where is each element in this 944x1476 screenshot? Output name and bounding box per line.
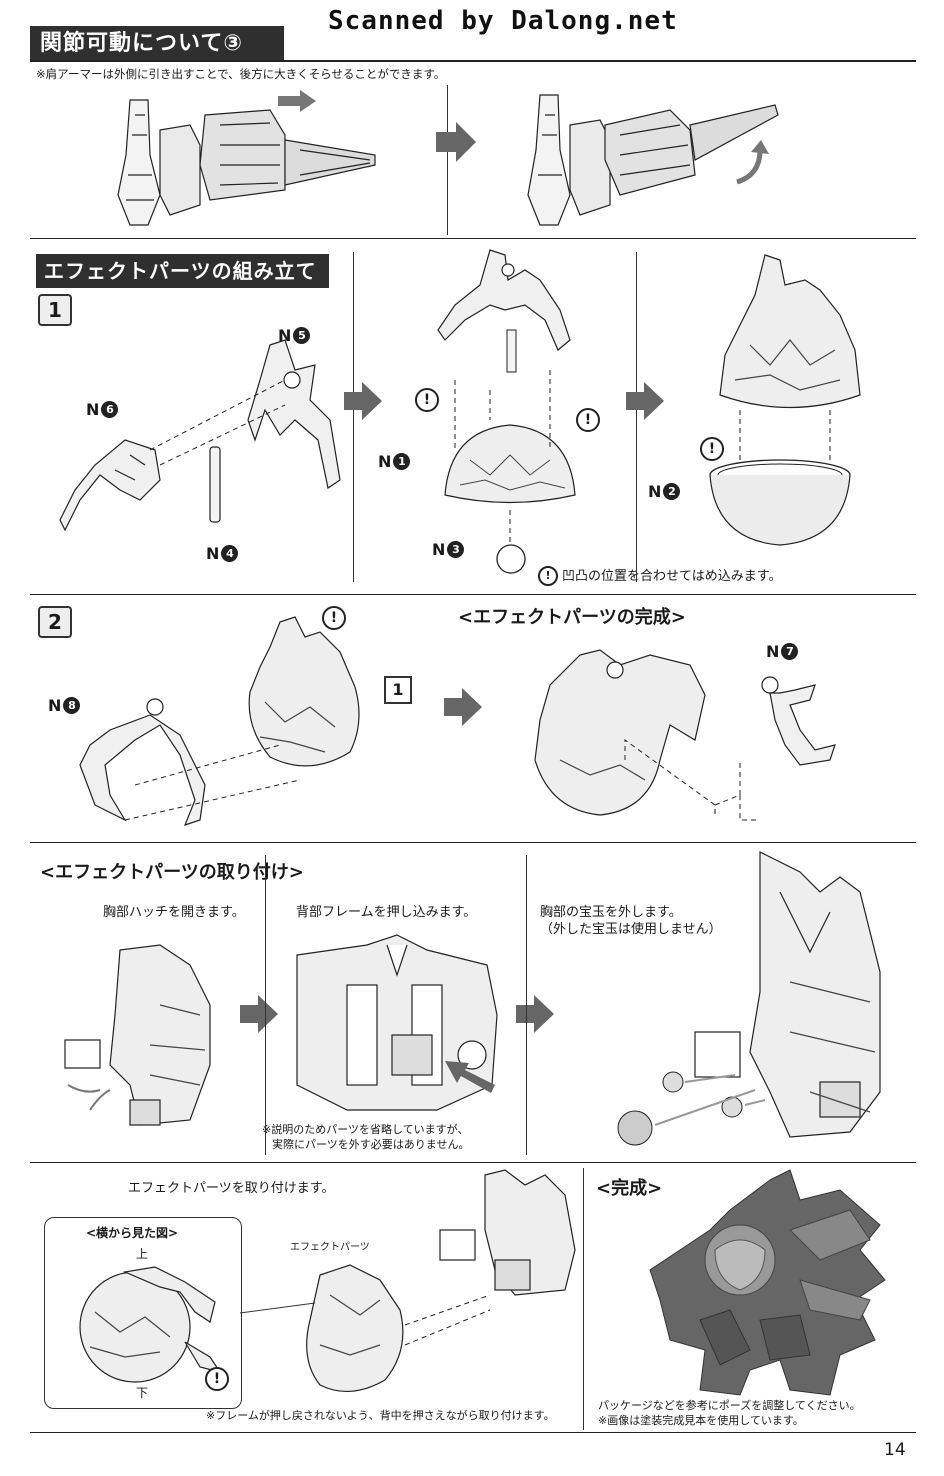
- section-title-effect-assembly: エフェクトパーツの組み立て: [36, 254, 329, 288]
- effect-complete-illustration: [534, 649, 706, 816]
- remove-gem-caption-1: 胸部の宝玉を外します。: [540, 905, 682, 920]
- step-arrow-5: [240, 995, 278, 1033]
- effect-attach-illustration: [239, 1264, 491, 1393]
- peg-rod-illustration: [506, 329, 517, 373]
- attach-instruction: エフェクトパーツを取り付けます。: [128, 1181, 335, 1196]
- assembled-effect-illustration: [248, 616, 360, 767]
- complete-title: <完成>: [596, 1178, 663, 1199]
- remove-gem-illustration: [694, 851, 881, 1138]
- section1-divider: [447, 85, 448, 235]
- shoulder-armor-after-illustration: [527, 94, 779, 226]
- shoulder-armor-before-illustration: [117, 99, 376, 226]
- section1-bottom-rule: [30, 238, 916, 239]
- remove-gem-caption-2: （外した宝玉は使用しません）: [540, 922, 722, 937]
- omit-parts-note-2: 実際にパーツを外す必要はありません。: [272, 1138, 470, 1151]
- peg-n4-illustration: [209, 446, 221, 523]
- guide-lines-right: [739, 410, 831, 460]
- step1-divider-a: [353, 252, 354, 582]
- pull-out-arrow: [278, 90, 316, 112]
- bottom-label: 下: [136, 1386, 149, 1400]
- rotate-back-arrow: [736, 140, 769, 185]
- open-hatch-illustration: [64, 944, 211, 1126]
- frame-hold-note: ※フレームが押し戻されないよう、背中を押さえながら取り付けます。: [206, 1409, 555, 1422]
- step-arrow-6: [516, 995, 554, 1033]
- removed-gems: [617, 1071, 766, 1146]
- alignment-exclaim-2: !: [576, 408, 600, 432]
- assembly-guide-lines-1: [149, 379, 286, 466]
- section3-bottom-rule: [30, 1162, 916, 1163]
- alignment-exclaim-3: !: [700, 437, 724, 461]
- base-bowl-n2-illustration: [709, 459, 851, 546]
- watermark: Scanned by Dalong.net: [328, 6, 678, 36]
- reference-step-1-box: 1: [384, 676, 412, 704]
- section3-divider-b: [526, 855, 527, 1155]
- side-view-illustration: [79, 1266, 222, 1383]
- step-number-2: 2: [38, 606, 72, 638]
- page-bottom-rule: [30, 1432, 916, 1433]
- step1-divider-b: [636, 252, 637, 582]
- side-view-title: <横から見た図>: [86, 1226, 179, 1240]
- guide-lines-step2: [124, 744, 301, 821]
- attach-effect-title: <エフェクトパーツの取り付け>: [40, 862, 304, 883]
- effect-arm-n8-illustration: [79, 698, 206, 826]
- page-number: 14: [884, 1440, 906, 1460]
- effect-core-upper-illustration: [437, 249, 571, 351]
- push-frame-illustration: [296, 934, 498, 1111]
- step-number-1: 1: [38, 294, 72, 326]
- push-arrow: [445, 1061, 495, 1093]
- effect-arm-n7-illustration: [761, 676, 836, 766]
- open-hatch-caption: 胸部ハッチを開きます。: [103, 905, 245, 920]
- effect-complete-title: <エフェクトパーツの完成>: [458, 607, 686, 628]
- sphere-n3-illustration: [496, 544, 526, 574]
- section2-bottom-rule: [30, 842, 916, 843]
- sample-image-note: ※画像は塗装完成見本を使用しています。: [598, 1414, 804, 1427]
- section2-step1-bottom-rule: [30, 594, 916, 595]
- alignment-exclaim-1: !: [415, 388, 439, 412]
- step-arrow-4: [444, 688, 482, 726]
- guide-lines-middle: [454, 370, 551, 545]
- effect-arm-n6-illustration: [59, 439, 161, 532]
- section4-divider: [583, 1168, 584, 1430]
- push-frame-caption: 背部フレームを押し込みます。: [296, 905, 477, 920]
- assembled-dome-illustration: [719, 254, 861, 409]
- top-label: 上: [136, 1247, 149, 1261]
- dome-n1-illustration: [444, 424, 576, 504]
- alignment-exclaim-4: !: [322, 606, 346, 630]
- omit-parts-note-1: ※説明のためパーツを省略していますが、: [262, 1123, 469, 1136]
- complete-model-photo: [649, 1169, 886, 1396]
- fit-instruction: ! 凹凸の位置を合わせてはめ込みます。: [538, 566, 781, 586]
- step-arrow-1: [436, 122, 476, 162]
- shoulder-armor-note: ※肩アーマーは外側に引き出すことで、後方に大きくそらせることができます。: [36, 67, 446, 81]
- step-arrow-3: [626, 382, 664, 420]
- pose-adjust-note: パッケージなどを参考にポーズを調整してください。: [598, 1399, 861, 1412]
- section3-divider-a: [265, 855, 266, 1155]
- effect-parts-label: エフェクトパーツ: [290, 1242, 370, 1253]
- effect-arm-n5-illustration: [247, 339, 341, 489]
- section1-rule: [30, 60, 916, 62]
- robot-back-attach-illustration: [439, 1169, 576, 1296]
- step-arrow-2: [344, 382, 382, 420]
- guide-lines-complete: [624, 739, 760, 821]
- section-title-joint-movement: 関節可動について③: [30, 26, 284, 62]
- side-view-exclaim-mark: !: [205, 1367, 229, 1391]
